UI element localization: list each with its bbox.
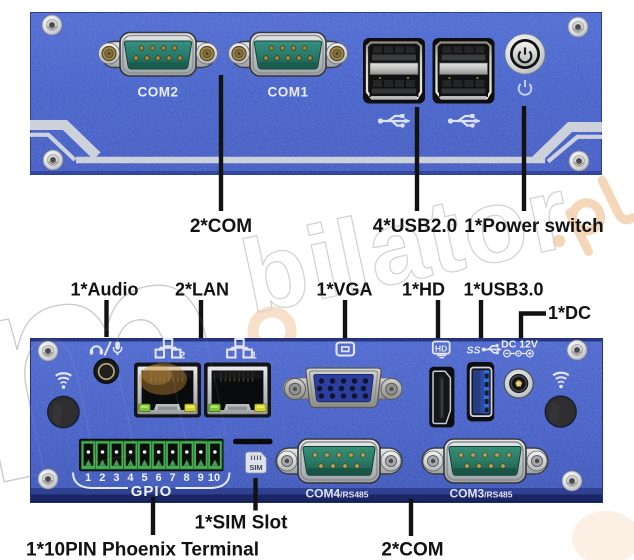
svg-text:SS: SS — [467, 345, 481, 357]
svg-text:1*DC: 1*DC — [548, 303, 591, 323]
svg-text:DC 12V: DC 12V — [501, 339, 538, 351]
svg-text:2*COM: 2*COM — [190, 216, 252, 237]
svg-text:1*Audio: 1*Audio — [70, 280, 138, 300]
svg-text:3: 3 — [113, 472, 119, 484]
svg-text:4: 4 — [127, 472, 134, 484]
svg-text:1*USB3.0: 1*USB3.0 — [463, 280, 543, 300]
svg-text:1: 1 — [251, 349, 257, 361]
svg-text:7: 7 — [170, 472, 176, 484]
svg-text:2: 2 — [180, 349, 186, 361]
svg-text:8: 8 — [184, 472, 190, 484]
svg-text:9: 9 — [198, 472, 204, 484]
svg-text:COM3/RS485: COM3/RS485 — [449, 487, 512, 501]
svg-text:1*VGA: 1*VGA — [316, 280, 372, 300]
svg-text:COM4/RS485: COM4/RS485 — [305, 487, 368, 501]
svg-text:10: 10 — [208, 472, 220, 484]
svg-text:1*HD: 1*HD — [402, 280, 445, 300]
svg-text:GPIO: GPIO — [131, 483, 173, 500]
svg-text:6: 6 — [155, 472, 161, 484]
svg-text:HD: HD — [435, 343, 447, 353]
svg-text:COM2: COM2 — [137, 85, 178, 100]
svg-text:1*10PIN Phoenix Terminal: 1*10PIN Phoenix Terminal — [26, 540, 259, 560]
svg-text:1*SIM Slot: 1*SIM Slot — [195, 513, 289, 534]
svg-text:1*Power switch: 1*Power switch — [464, 216, 603, 237]
svg-text:1: 1 — [85, 472, 91, 484]
svg-text:2*LAN: 2*LAN — [175, 280, 229, 300]
svg-text:COM1: COM1 — [267, 85, 308, 100]
svg-text:SIM: SIM — [249, 463, 262, 472]
svg-text:4*USB2.0: 4*USB2.0 — [373, 216, 458, 237]
svg-text:5: 5 — [141, 472, 147, 484]
svg-text:2*COM: 2*COM — [381, 540, 443, 560]
svg-text:2: 2 — [99, 472, 105, 484]
